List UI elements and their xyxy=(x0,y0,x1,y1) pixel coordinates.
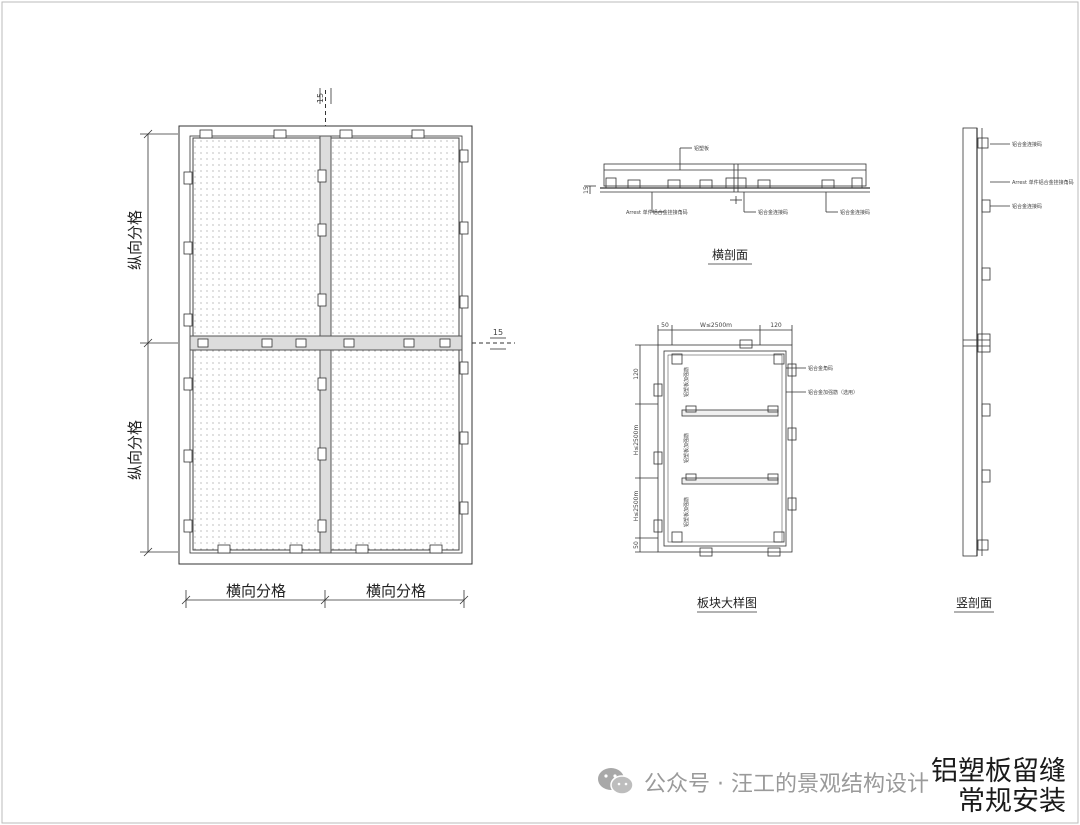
pd-left-dim-4: 50 xyxy=(633,541,640,549)
vsec-note-1: 铝合金连接码 xyxy=(1012,141,1042,148)
pd-top-dim-3: 120 xyxy=(770,322,782,329)
pd-left-dim-3: H≤2500m xyxy=(633,491,640,522)
panel-bottom-left xyxy=(192,349,321,551)
wechat-icon xyxy=(596,766,636,798)
hsec-note-1: 铝塑板 xyxy=(694,145,709,152)
horizontal-joint xyxy=(189,335,463,351)
watermark-text: 公众号 · 汪工的景观结构设计 xyxy=(644,772,929,797)
vertical-div-label-upper: 纵向分格 xyxy=(126,210,144,270)
horizontal-div-label-left: 横向分格 xyxy=(226,582,286,600)
vertical-section-title: 竖剖面 xyxy=(956,596,992,610)
pd-left-dim-1: 120 xyxy=(633,368,640,380)
panel-bottom-right xyxy=(330,349,460,551)
pd-inner-label-1: 铝塑板加强筋 xyxy=(683,367,690,397)
pd-inner-label-2: 铝塑板加强筋 xyxy=(683,433,690,463)
elevation-clips xyxy=(183,129,469,554)
horizontal-section xyxy=(584,147,870,213)
vertical-section xyxy=(962,127,1010,557)
pd-top-dim-1: 50 xyxy=(661,322,669,329)
hsec-note-2: Arrest 单件铝合金挂接角码 xyxy=(626,209,688,216)
panel-top-right xyxy=(330,137,460,337)
title-line-1: 铝塑板留缝 xyxy=(931,756,1066,787)
pd-left-dim-2: H≤2500m xyxy=(633,425,640,456)
panel-detail-title: 板块大样图 xyxy=(697,595,757,610)
vertical-div-label-lower: 纵向分格 xyxy=(126,420,144,480)
top-marker: 15 xyxy=(316,93,325,103)
panel-top-left xyxy=(192,137,321,337)
hsec-dim-left: 15 xyxy=(583,186,590,194)
horizontal-section-title: 横剖面 xyxy=(712,248,748,262)
vsec-note-2: Arrest 单件铝合金挂接角码 xyxy=(1012,179,1074,186)
title-line-2: 常规安装 xyxy=(958,786,1066,817)
watermark: 公众号 · 汪工的景观结构设计 xyxy=(596,764,929,800)
horizontal-div-label-right: 横向分格 xyxy=(366,582,426,600)
right-marker: 15 xyxy=(493,328,503,337)
title-block: 铝塑板留缝 常规安装 xyxy=(931,757,1066,817)
vsec-note-3: 铝合金连接码 xyxy=(1012,203,1042,210)
elevation-dimensions xyxy=(140,88,506,608)
hsec-note-4: 铝合金连接码 xyxy=(840,209,870,216)
pd-note-2: 铝合金加强筋（选用） xyxy=(808,389,858,396)
pd-top-dim-2: W≤2500m xyxy=(700,322,732,329)
main-elevation xyxy=(178,90,515,565)
pd-inner-label-3: 铝塑板加强筋 xyxy=(683,497,690,527)
hsec-note-3: 铝合金连接码 xyxy=(758,209,788,216)
pd-note-1: 铝合金角码 xyxy=(808,365,833,372)
panel-detail xyxy=(635,325,806,557)
